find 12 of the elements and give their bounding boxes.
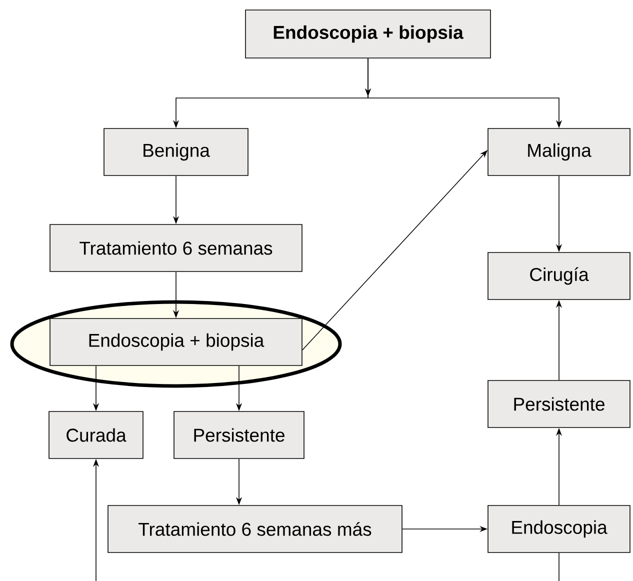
process-box: Tratamiento 6 semanas más bbox=[108, 505, 402, 553]
process-box: Endoscopia + biopsia bbox=[50, 318, 302, 366]
process-box: Tratamiento 6 semanas bbox=[50, 224, 302, 272]
process-box: Maligna bbox=[488, 128, 630, 176]
line bbox=[558, 552, 560, 581]
process-box: Persistente bbox=[488, 380, 630, 428]
process-box: Curada bbox=[48, 411, 144, 459]
process-box: Endoscopia + biopsia bbox=[245, 10, 491, 58]
process-box: Persistente bbox=[174, 411, 304, 459]
process-box: Endoscopia bbox=[488, 505, 630, 553]
process-box: Benigna bbox=[104, 128, 248, 176]
process-box: Cirugía bbox=[488, 252, 630, 300]
